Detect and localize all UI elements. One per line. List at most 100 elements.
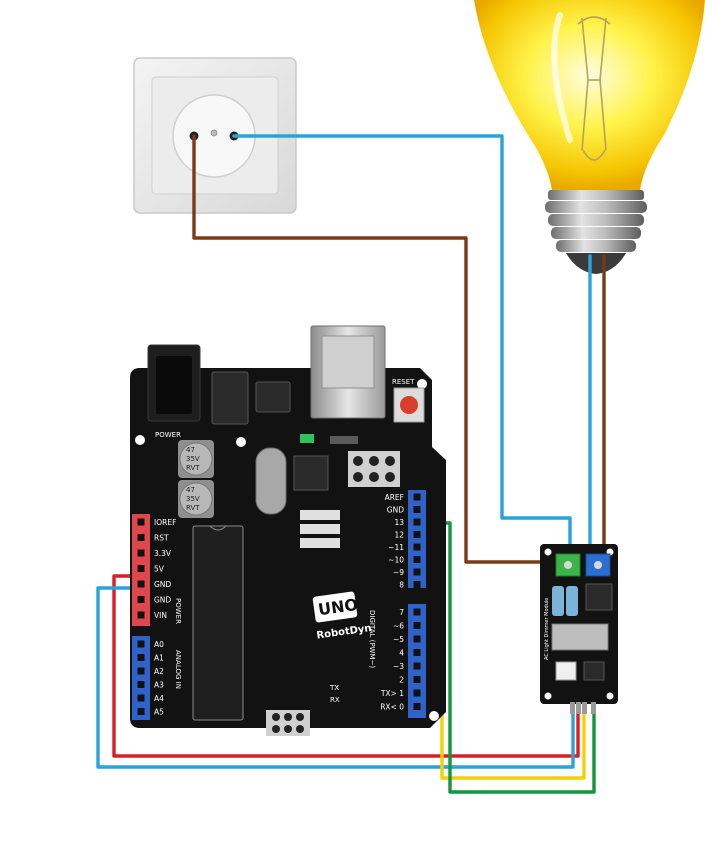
mounting-hole	[417, 379, 427, 389]
pin-label: 5V	[154, 565, 165, 574]
header-pin[interactable]	[413, 556, 421, 563]
mounting-hole	[135, 435, 145, 445]
header-pin[interactable]	[413, 649, 421, 656]
pin-label: ~6	[393, 622, 404, 631]
pin-label: 2	[399, 676, 404, 685]
capacitor-value: 47	[186, 446, 195, 454]
resistor-array	[300, 524, 340, 534]
voltage-regulator	[255, 381, 291, 413]
pin-label: IOREF	[154, 518, 176, 527]
header-pin[interactable]	[413, 689, 421, 697]
header-pin[interactable]	[137, 681, 145, 688]
header-pin[interactable]	[413, 676, 421, 683]
wire-red-5v	[112, 574, 580, 758]
status-led	[300, 434, 314, 443]
header-pin[interactable]	[413, 662, 421, 670]
analog-header-label: ANALOG IN	[174, 650, 182, 689]
digital-header-label: DIGITAL (PWM~)	[368, 610, 376, 668]
header-pin[interactable]	[413, 493, 421, 501]
wires	[96, 134, 606, 794]
wire-blue-socket-to-dimmer	[232, 134, 572, 557]
header-pin[interactable]	[137, 596, 145, 603]
optocoupler	[555, 661, 577, 681]
header-pin[interactable]	[137, 518, 145, 526]
rx-label: RX	[330, 696, 340, 704]
power-jack-label: POWER	[155, 431, 181, 439]
header-pin[interactable]	[137, 640, 145, 648]
voltage-regulator	[211, 371, 249, 425]
wire-blue-gnd	[96, 586, 575, 769]
pin-label: 8	[399, 581, 404, 590]
dimmer-module-label: AC Light Dimmer Module	[544, 598, 550, 660]
header-pin[interactable]	[413, 543, 421, 551]
bulb-base	[545, 190, 647, 274]
capacitor: 47 35V RVT	[178, 480, 214, 518]
header-pin[interactable]	[413, 518, 421, 526]
header-pin[interactable]	[137, 654, 145, 661]
pin-label: RST	[154, 534, 169, 543]
arduino-board: POWER RESET 47 35V RVT 47 35V	[130, 325, 446, 736]
resistor-array	[300, 538, 340, 548]
socket-center-screw	[210, 129, 218, 137]
ac-dimmer-module: AC Light Dimmer Module	[540, 544, 618, 714]
pin-label: VIN	[154, 611, 167, 620]
usb-connector	[310, 325, 386, 419]
pin-label: ~5	[393, 635, 404, 644]
reset-button[interactable]: RESET	[392, 378, 425, 423]
header-pin[interactable]	[413, 531, 421, 538]
pin-label: A5	[154, 708, 164, 717]
header-pin[interactable]	[413, 581, 421, 588]
reset-label: RESET	[392, 378, 415, 386]
header-pin[interactable]	[413, 568, 421, 576]
capacitor: 47 35V RVT	[178, 440, 214, 478]
header-pin[interactable]	[137, 708, 145, 715]
tx-label: TX	[329, 684, 339, 692]
header-pin[interactable]	[137, 534, 145, 541]
optocoupler	[583, 661, 605, 681]
pin-label: 7	[399, 608, 404, 617]
capacitor-voltage: 35V	[186, 495, 200, 503]
pin-label: 13	[394, 518, 404, 527]
capacitor-brand: RVT	[186, 504, 200, 512]
resistor-array	[300, 510, 340, 520]
header-pin[interactable]	[137, 565, 145, 572]
crystal-oscillator	[255, 447, 287, 515]
capacitor-brand: RVT	[186, 464, 200, 472]
pin-label: A3	[154, 681, 164, 690]
usb-controller-chip	[293, 455, 329, 491]
pin-label: A1	[154, 654, 164, 663]
power-header-label: POWER	[174, 598, 182, 624]
capacitor-voltage: 35V	[186, 455, 200, 463]
header-pin[interactable]	[137, 549, 145, 557]
header-pin[interactable]	[413, 608, 421, 616]
pin-label: A2	[154, 667, 164, 676]
icsp-header	[266, 710, 310, 736]
pin-label: TX> 1	[380, 689, 404, 698]
pin-label: 3.3V	[154, 549, 172, 558]
capacitor-value: 47	[186, 486, 195, 494]
light-bulb	[474, 0, 705, 274]
header-pin[interactable]	[413, 635, 421, 643]
mounting-hole	[236, 437, 246, 447]
digital-header-bottom: 7 ~6 ~5 4 ~3 2TX> 1 RX< 0	[380, 604, 426, 718]
pin-label: RX< 0	[380, 703, 404, 712]
pin-label: ~3	[393, 662, 404, 671]
pin-label: ~10	[388, 556, 404, 565]
pin-label: GND	[154, 580, 171, 589]
resistor	[566, 586, 578, 616]
header-pin[interactable]	[413, 622, 421, 629]
mounting-hole	[544, 548, 552, 556]
header-pin[interactable]	[137, 580, 145, 588]
header-pin[interactable]	[137, 667, 145, 675]
pin-label: 12	[394, 531, 404, 540]
header-pin[interactable]	[413, 703, 421, 710]
mounting-hole	[429, 711, 439, 721]
pin-label: AREF	[385, 493, 404, 502]
header-pin[interactable]	[137, 694, 145, 702]
header-pin[interactable]	[137, 611, 145, 619]
pin-label: 4	[399, 649, 404, 658]
header-pin[interactable]	[413, 506, 421, 513]
